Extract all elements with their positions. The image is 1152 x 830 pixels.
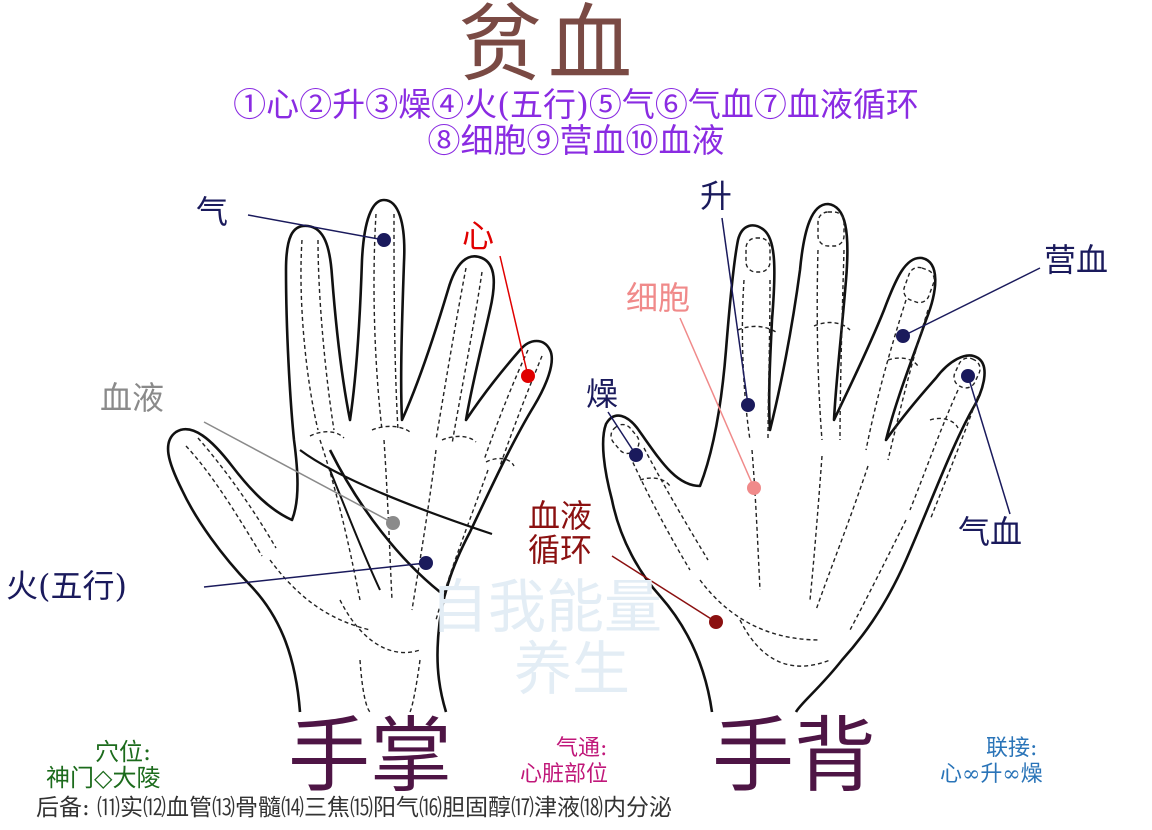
leader-sheng <box>721 217 749 406</box>
point-xueye-xunhuan <box>709 615 723 629</box>
label-qi: 气 <box>196 193 229 231</box>
leader-qi <box>247 214 385 241</box>
back-hand-outline <box>601 202 986 713</box>
watermark-line1: 自我能量 <box>430 573 663 641</box>
leader-xueye-xunhuan <box>611 555 717 623</box>
qitong-heading: 气通: <box>556 736 608 761</box>
leader-xueye <box>203 421 394 524</box>
watermark-line2: 养生 <box>514 635 631 703</box>
point-zao <box>629 448 643 462</box>
acupoint-value: 神门◇大陵 <box>46 764 161 792</box>
qitong-value: 心脏部位 <box>520 762 609 787</box>
page-title: 贫血 <box>458 0 639 93</box>
leader-xibao <box>679 317 755 489</box>
label-huo-wuxing: 火(五行) <box>6 567 127 605</box>
point-xin <box>521 369 535 383</box>
label-xueye: 血液 <box>100 379 165 417</box>
point-sheng <box>741 398 755 412</box>
lianjie-heading: 联接: <box>986 736 1038 761</box>
label-yingxue: 营血 <box>1044 241 1109 279</box>
label-xibao: 细胞 <box>626 279 691 317</box>
leader-yingxue <box>902 267 1041 337</box>
label-sheng: 升 <box>700 177 733 215</box>
point-qi <box>377 233 391 247</box>
label-qixue: 气血 <box>958 513 1023 551</box>
label-xin: 心 <box>462 217 495 255</box>
acupoint-heading: 穴位: <box>95 738 152 766</box>
point-xueye <box>386 516 400 530</box>
point-huo <box>419 556 433 570</box>
legend-line2: ⑧细胞⑨营血⑩血液 <box>427 121 725 160</box>
label-xueye-xunhuan-2: 循环 <box>528 531 593 569</box>
backup-line: 后备: ⑾实⑿血管⒀骨髓⒁三焦⒂阳气⒃胆固醇⒄津液⒅内分泌 <box>36 795 673 821</box>
palm-hand-bones <box>185 213 543 713</box>
palm-title: 手掌 <box>288 709 453 804</box>
label-xueye-xunhuan-1: 血液 <box>528 497 593 535</box>
back-hand-bones <box>610 211 981 667</box>
leader-qixue <box>967 375 1011 515</box>
point-qixue <box>961 369 975 383</box>
legend-line1: ①心②升③燥④火(五行)⑤气⑥气血⑦血液循环 <box>233 85 919 124</box>
point-xibao <box>747 481 761 495</box>
lianjie-value: 心∞升∞燥 <box>940 762 1043 787</box>
palm-hand-outline <box>166 198 554 713</box>
label-zao: 燥 <box>586 375 619 413</box>
leader-zao <box>607 411 637 456</box>
point-yingxue <box>896 329 910 343</box>
leader-huo <box>203 562 427 588</box>
back-title: 手背 <box>712 709 877 804</box>
leader-xin <box>499 255 529 377</box>
